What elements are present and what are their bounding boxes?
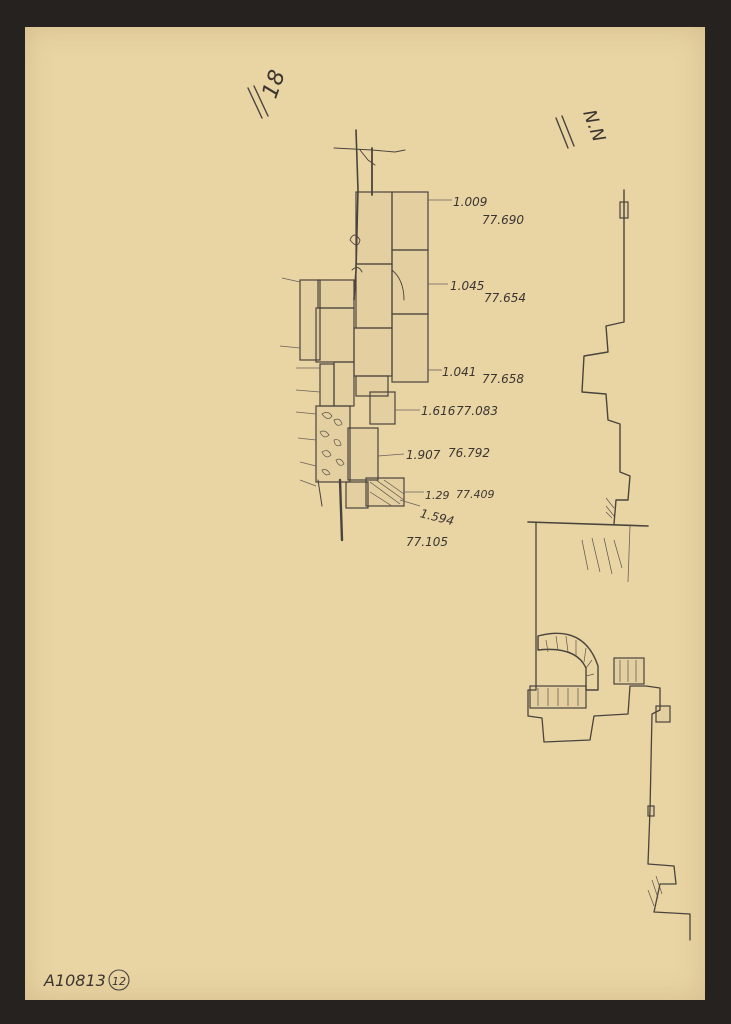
- archive-number: A10813: [43, 971, 106, 990]
- elevation-label: 1.616 77.083: [421, 404, 498, 418]
- leader-lines: [377, 199, 452, 507]
- svg-text:77.409: 77.409: [456, 488, 495, 501]
- svg-text:1.616: 1.616: [421, 404, 456, 418]
- svg-text:76.792: 76.792: [448, 446, 490, 460]
- svg-text:1.009: 1.009: [453, 195, 487, 209]
- sheet-number: 12: [112, 975, 126, 988]
- svg-text:1.29: 1.29: [425, 489, 450, 502]
- svg-text:77.654: 77.654: [484, 291, 526, 305]
- elevation-labels: 1.009 77.690 1.045 77.654 1.041 77.658 1…: [406, 195, 526, 549]
- elevation-label: 1.041 77.658: [442, 365, 524, 386]
- svg-text:1.045: 1.045: [450, 279, 484, 293]
- svg-text:77.105: 77.105: [406, 535, 448, 549]
- catalogue-mark: A10813 12: [43, 969, 130, 991]
- svg-text:1.041: 1.041: [442, 365, 476, 379]
- elevation-label: 1.045 77.654: [450, 279, 526, 305]
- section-profile: [527, 189, 691, 941]
- elevation-label: 1.29 77.409: [425, 488, 495, 502]
- top-label: 18: [258, 67, 291, 102]
- wall-plan: [279, 129, 429, 542]
- svg-text:1.594: 1.594: [419, 506, 456, 528]
- section-label: N.N: [578, 107, 609, 145]
- svg-text:77.690: 77.690: [482, 213, 524, 227]
- elevation-label: 1.594 77.105: [406, 506, 455, 549]
- elevation-label: 1.009 77.690: [453, 195, 524, 227]
- svg-text:77.083: 77.083: [456, 404, 498, 418]
- svg-text:77.658: 77.658: [482, 372, 524, 386]
- paper-sheet: [25, 27, 705, 1000]
- top-label-marker: 18: [247, 67, 291, 119]
- svg-text:1.907: 1.907: [406, 448, 441, 462]
- elevation-label: 1.907 76.792: [406, 446, 490, 462]
- section-label-marker: N.N: [555, 107, 609, 149]
